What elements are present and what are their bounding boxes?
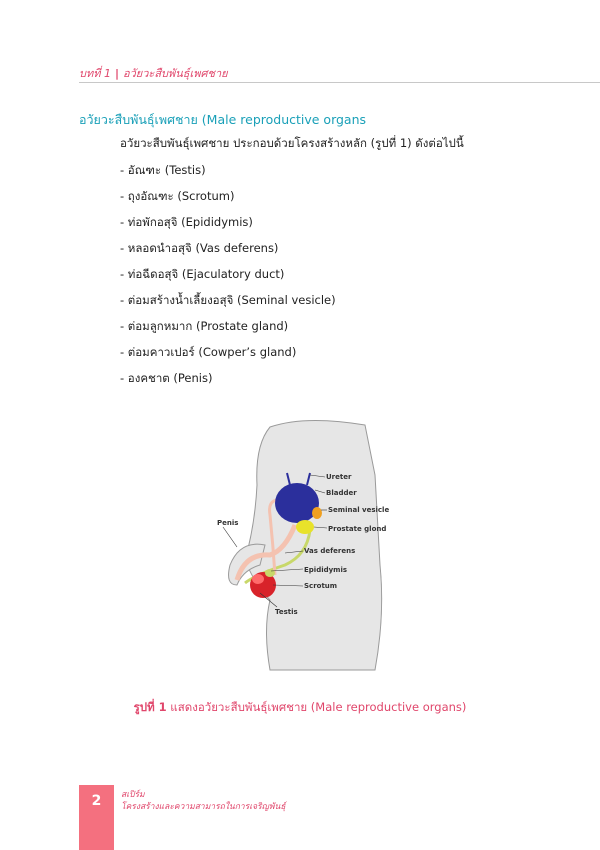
footer-title: สเปิร์ม โครงสร้างและความสามารถในการเจริญ… (121, 789, 286, 813)
list-item: - ต่อมสร้างน้ำเลี้ยงอสุจิ (Seminal vesic… (120, 293, 336, 307)
label-epididymis: Epididymis (304, 566, 347, 574)
ureter (306, 472, 311, 486)
figure-caption: รูปที่ 1 แสดงอวัยวะสืบพันธุ์เพศชาย (Male… (0, 699, 600, 717)
label-penis: Penis (217, 519, 238, 527)
footer-line2: โครงสร้างและความสามารถในการเจริญพันธุ์ (121, 802, 286, 812)
bladder (275, 483, 319, 523)
list-item: - ต่อมลูกหมาก (Prostate gland) (120, 319, 289, 333)
label-ureter: Ureter (326, 473, 352, 481)
male-reproductive-diagram: Ureter Bladder Seminal vesicle Prostate … (217, 420, 389, 671)
header-separator: | (114, 67, 120, 80)
label-vas-deferens: Vas deferens (304, 547, 355, 555)
caption-text: แสดงอวัยวะสืบพันธุ์เพศชาย (Male reproduc… (166, 700, 467, 714)
chapter-title: อวัยวะสืบพันธุ์เพศชาย (123, 67, 228, 80)
body-silhouette (244, 420, 383, 671)
intro-paragraph: อวัยวะสืบพันธุ์เพศชาย ประกอบด้วยโครงสร้า… (120, 136, 464, 150)
organ-list: - อัณฑะ (Testis) - ถุงอัณฑะ (Scrotum) - … (120, 162, 336, 396)
label-testis: Testis (275, 608, 298, 616)
list-item: - องคชาต (Penis) (120, 371, 213, 385)
header-rule (79, 82, 600, 83)
list-item: - ต่อมคาวเปอร์ (Cowper’s gland) (120, 345, 297, 359)
page-number: 2 (91, 793, 102, 809)
page-number-tab: 2 (79, 785, 114, 850)
running-header: บทที่ 1|อวัยวะสืบพันธุ์เพศชาย (79, 64, 228, 82)
list-item: - ท่อพักอสุจิ (Epididymis) (120, 215, 253, 229)
list-item: - ถุงอัณฑะ (Scrotum) (120, 189, 235, 203)
label-bladder: Bladder (326, 489, 357, 497)
label-seminal-vesicle: Seminal vesicle (328, 506, 389, 514)
epididymis (265, 569, 275, 577)
prostate-gland (296, 520, 314, 534)
testis (252, 574, 264, 584)
label-scrotum: Scrotum (304, 582, 337, 590)
ureter (286, 472, 291, 486)
list-item: - หลอดนำอสุจิ (Vas deferens) (120, 241, 279, 255)
list-item: - อัณฑะ (Testis) (120, 163, 206, 177)
list-item: - ท่อฉีดอสุจิ (Ejaculatory duct) (120, 267, 285, 281)
footer-line1: สเปิร์ม (121, 790, 145, 800)
urethra (234, 524, 298, 581)
label-prostate: Prostate glond (328, 525, 386, 533)
chapter-label: บทที่ 1 (79, 67, 111, 80)
section-title: อวัยวะสืบพันธุ์เพศชาย (Male reproductive… (79, 112, 367, 127)
caption-prefix: รูปที่ 1 (133, 700, 167, 714)
seminal-vesicle (312, 507, 322, 519)
